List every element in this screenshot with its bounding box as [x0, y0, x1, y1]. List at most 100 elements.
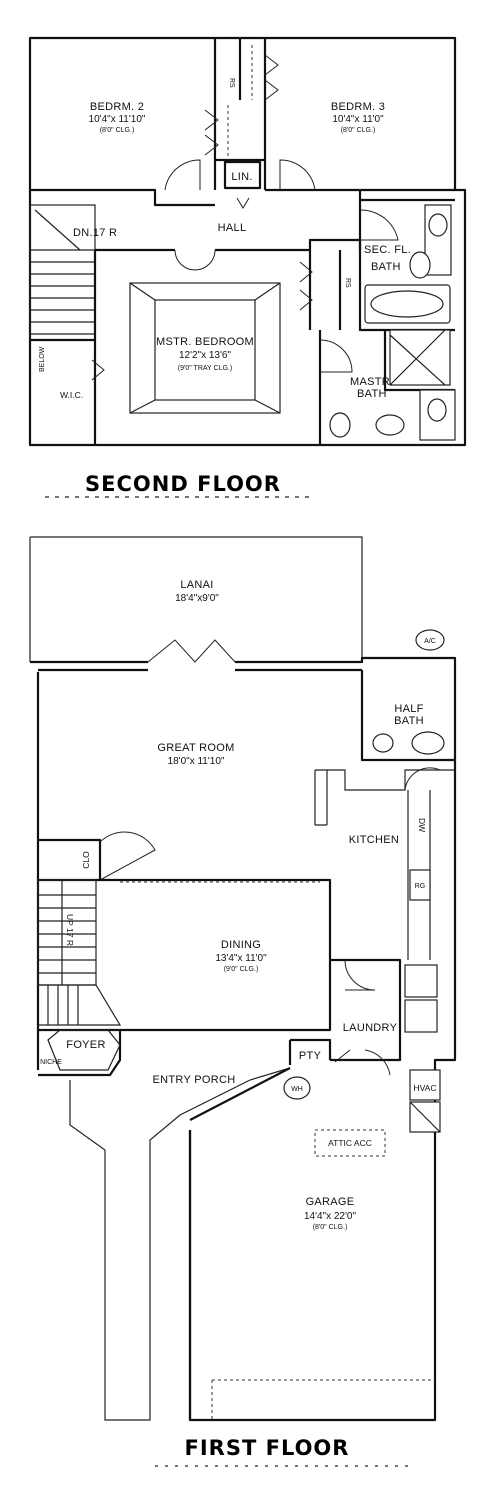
- bedroom-2-door: [164, 159, 201, 191]
- ac-label: A/C: [424, 638, 436, 645]
- bedrm-3-size: 10'4"x 11'0": [332, 114, 384, 125]
- half-bath-toilet: [372, 733, 394, 753]
- lanai-name: LANAI: [180, 579, 213, 591]
- bedroom-2-wall: [30, 188, 215, 207]
- laundry-name: LAUNDRY: [343, 1022, 398, 1034]
- master-shower-diagonal: [389, 329, 446, 386]
- first-floor-title: FIRST FLOOR: [185, 1436, 350, 1460]
- dining-size: 13'4"x 11'0": [215, 953, 267, 964]
- sec-bath-sink: [428, 213, 448, 237]
- entry-porch-outline: [69, 1067, 291, 1421]
- master-sink: [427, 398, 447, 422]
- half-bath-walls: [360, 670, 455, 762]
- lanai-size: 18'4"x9'0": [175, 593, 219, 604]
- bedrm-2-name: BEDRM. 2: [90, 101, 144, 113]
- tray-ceiling-inner: [154, 299, 256, 401]
- linen-closet: [223, 160, 262, 190]
- dining-ceiling: (9'0" CLG.): [224, 966, 259, 973]
- second-floor-outer-wall: [28, 36, 467, 447]
- stair-landing-treads: [38, 984, 122, 1026]
- pty-name: PTY: [299, 1050, 322, 1062]
- first-floor-plan: LANAI 18'4"x9'0" A/C HALF BATH GREAT ROO…: [29, 536, 457, 1467]
- foyer-bay: [47, 1029, 121, 1071]
- mstr-bedroom-ceiling: (9'0" TRAY CLG.): [178, 365, 232, 372]
- second-floor-plan: BEDRM. 2 10'4"x 11'10" (8'0" CLG.) BEDRM…: [28, 36, 467, 498]
- water-heater: [283, 1076, 311, 1100]
- linen-door-arrow: [236, 197, 250, 209]
- stair-down-label: DN.17 R: [73, 227, 117, 239]
- kitchen-counter: [314, 769, 455, 826]
- rs-top-label: RS: [228, 78, 235, 88]
- hvac-diagonal: [409, 1101, 441, 1133]
- mstr-bedroom-name: MSTR. BEDROOM: [156, 336, 254, 348]
- tray-ceiling-outer: [129, 282, 281, 414]
- entry-porch-name: ENTRY PORCH: [153, 1074, 236, 1086]
- laundry-walls: [288, 958, 402, 1065]
- dining-name: DINING: [221, 939, 261, 951]
- below-label: BELOW: [39, 346, 46, 372]
- stair-up-treads: [38, 880, 96, 985]
- range: [409, 869, 431, 901]
- hvac-label: HVAC: [414, 1083, 437, 1093]
- foyer-name: FOYER: [66, 1039, 105, 1051]
- stair-treads: [30, 209, 95, 335]
- bifold-closet-door: [204, 54, 279, 156]
- mastr-bath-name: MASTR.: [350, 376, 393, 388]
- center-closet-walls: [213, 38, 267, 190]
- bedrm-3-ceiling: (8'0" CLG.): [341, 127, 376, 134]
- wic-bifold: [91, 359, 105, 381]
- ac-unit: [415, 629, 445, 651]
- mastr-bath-name-2: BATH: [357, 388, 387, 400]
- rs-mid-label: RS: [344, 278, 351, 288]
- rg-label: RG: [415, 883, 426, 890]
- sec-bath-name: SEC. FL.: [364, 244, 411, 256]
- half-bath-sink: [411, 731, 445, 755]
- pantry-door: [334, 1049, 391, 1076]
- master-double-door: [174, 249, 216, 271]
- stair-up-label: UP 17 R: [65, 914, 75, 946]
- sec-bath-tub-basin: [370, 290, 444, 318]
- lanai-french-doors: [147, 639, 236, 663]
- sec-bath-door: [359, 209, 399, 241]
- sec-bath-name-2: BATH: [371, 261, 401, 273]
- niche-label: NICHE: [40, 1059, 62, 1066]
- great-room-size: 18'0"x 11'10": [168, 756, 225, 767]
- sec-bath-toilet: [409, 251, 431, 279]
- dw-label: DW: [417, 818, 427, 832]
- half-bath-name: HALF: [394, 703, 423, 715]
- kitchen-corner-sink: [404, 767, 441, 791]
- hvac-unit: [409, 1069, 441, 1101]
- clo-label: CLO: [81, 851, 91, 869]
- attic-acc-label: ATTIC ACC: [328, 1138, 372, 1148]
- garage-door-line: [211, 1379, 435, 1420]
- foyer-walls: [38, 1028, 122, 1077]
- garage-walls: [188, 1067, 291, 1420]
- bedrm-2-ceiling: (8'0" CLG.): [100, 127, 135, 134]
- kitchen-name: KITCHEN: [349, 834, 399, 846]
- bedrm-2-size: 10'4"x 11'10": [89, 114, 146, 125]
- bedrm-3-name: BEDRM. 3: [331, 101, 385, 113]
- wic-label: W.I.C.: [60, 390, 83, 400]
- dryer: [404, 999, 438, 1033]
- lanai-outline: [29, 536, 363, 662]
- garage-ceiling: (8'0" CLG.): [313, 1224, 348, 1231]
- mstr-bedroom-size: 12'2"x 13'6": [179, 350, 232, 361]
- stair-down-box: [29, 204, 96, 341]
- master-reach-in-closet: [308, 250, 342, 330]
- first-floor-outer-wall: [30, 656, 457, 1422]
- great-room-name: GREAT ROOM: [157, 742, 234, 754]
- laundry-door: [344, 959, 376, 991]
- tray-ceiling-diagonals: [129, 282, 281, 414]
- hall-label: HALL: [218, 222, 247, 234]
- wh-label: WH: [291, 1086, 303, 1093]
- washer: [404, 964, 438, 998]
- master-closet-bifold: [299, 261, 313, 311]
- garage-name: GARAGE: [306, 1196, 355, 1208]
- clo-door: [99, 831, 156, 881]
- half-bath-name-2: BATH: [394, 715, 424, 727]
- garage-size: 14'4"x 22'0": [304, 1211, 357, 1222]
- master-bath-door: [319, 339, 353, 373]
- linen-label: LIN.: [231, 171, 252, 183]
- dining-walls: [100, 878, 332, 1032]
